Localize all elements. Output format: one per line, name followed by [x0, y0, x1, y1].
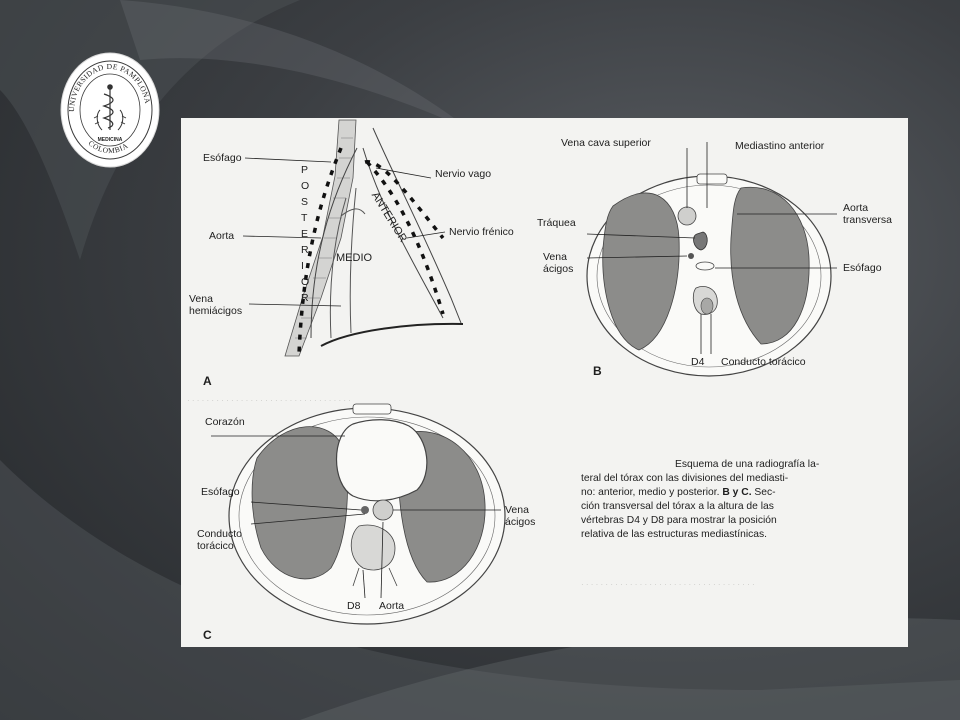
label-b-esofago: Esófago [843, 262, 882, 274]
mediastinum-figure: · · · · · · · · · · · · · · · · · · · · … [181, 118, 908, 647]
caption-line: no: anterior, medio y posterior. B y C. … [581, 486, 843, 500]
label-b-vena-cava-superior: Vena cava superior [561, 137, 651, 149]
label-c-d8: D8 [347, 600, 360, 612]
caption-line: teral del tórax con las divisiones del m… [581, 472, 843, 486]
caption-line: relativa de las estructuras mediastínica… [581, 528, 843, 542]
figure-caption: Esquema de una radiografía la- teral del… [581, 458, 843, 542]
label-b-conducto-toracico: Conducto torácico [721, 356, 806, 368]
panel-b-letter: B [593, 364, 602, 378]
label-c-corazon: Corazón [205, 416, 245, 428]
label-b-vena-acigos: Vena ácigos [543, 251, 587, 275]
panel-a-letter: A [203, 374, 212, 388]
label-a-aorta: Aorta [209, 230, 234, 242]
label-b-aorta-transversa: Aorta transversa [843, 202, 905, 226]
label-a-esofago: Esófago [203, 152, 242, 164]
label-a-nervio-vago: Nervio vago [435, 168, 491, 180]
panel-c-drawing [211, 404, 505, 624]
diagram-drawing [181, 118, 908, 647]
label-c-conducto-toracico: Conducto torácico [197, 528, 257, 552]
logo-inner-text: MEDICINA [98, 137, 123, 143]
label-b-d4: D4 [691, 356, 704, 368]
label-b-traquea: Tráquea [537, 217, 576, 229]
label-c-vena-acigos: Vena ácigos [505, 504, 549, 528]
panel-b-drawing [587, 142, 837, 376]
label-b-mediastino-anterior: Mediastino anterior [735, 140, 824, 152]
panel-c-letter: C [203, 628, 212, 642]
label-c-aorta: Aorta [379, 600, 404, 612]
label-c-esofago: Esófago [201, 486, 240, 498]
label-a-vena-hemiacigos: Vena hemiácigos [189, 293, 259, 317]
label-a-posterior: POSTERIOR [301, 162, 311, 306]
label-a-medio: MEDIO [336, 252, 372, 264]
caption-line: vértebras D4 y D8 para mostrar la posici… [581, 514, 843, 528]
university-logo: UNIVERSIDAD DE PAMPLONA COLOMBIA MEDICIN… [60, 52, 160, 168]
panel-a-drawing [243, 120, 463, 356]
caption-line: ción transversal del tórax a la altura d… [581, 500, 843, 514]
caption-line: Esquema de una radiografía la- [581, 458, 843, 472]
label-a-nervio-frenico: Nervio frénico [449, 226, 514, 238]
